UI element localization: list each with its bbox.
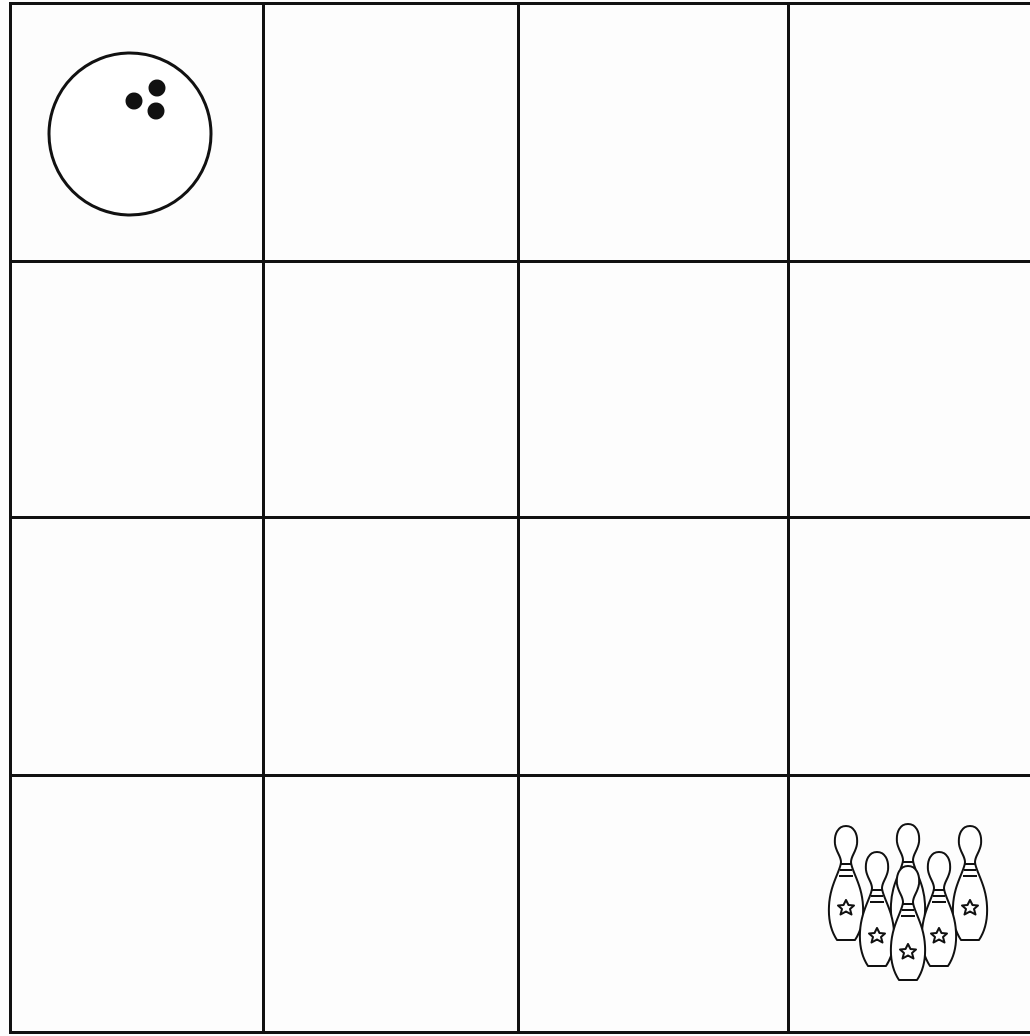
board-cell[interactable] (0, 775, 263, 1036)
bowling-pin-icon (829, 826, 863, 940)
board-cell[interactable] (518, 517, 788, 775)
board-cell[interactable] (788, 261, 1030, 517)
grid-line-horizontal (10, 774, 1030, 777)
grid-line-horizontal (10, 260, 1030, 263)
bowling-pin-icon (922, 852, 956, 966)
bowling-pins-icon[interactable] (816, 818, 1000, 984)
board-cell[interactable] (263, 261, 518, 517)
grid-line-horizontal (10, 2, 1030, 5)
board-cell[interactable] (788, 0, 1030, 261)
board-cell[interactable] (0, 517, 263, 775)
bowling-ball-icon[interactable] (40, 44, 220, 224)
board-cell[interactable] (518, 261, 788, 517)
grid-line-horizontal (10, 1031, 1030, 1034)
board-cell[interactable] (518, 775, 788, 1036)
bowling-pin-icon (891, 866, 925, 980)
board-cell[interactable] (518, 0, 788, 261)
board-cell[interactable] (263, 775, 518, 1036)
board-cell[interactable] (263, 0, 518, 261)
board-cell[interactable] (263, 517, 518, 775)
board-cell[interactable] (0, 261, 263, 517)
grid-line-horizontal (10, 516, 1030, 519)
bowling-pin-icon (860, 852, 894, 966)
board-cell[interactable] (788, 517, 1030, 775)
bowling-pin-icon (953, 826, 987, 940)
